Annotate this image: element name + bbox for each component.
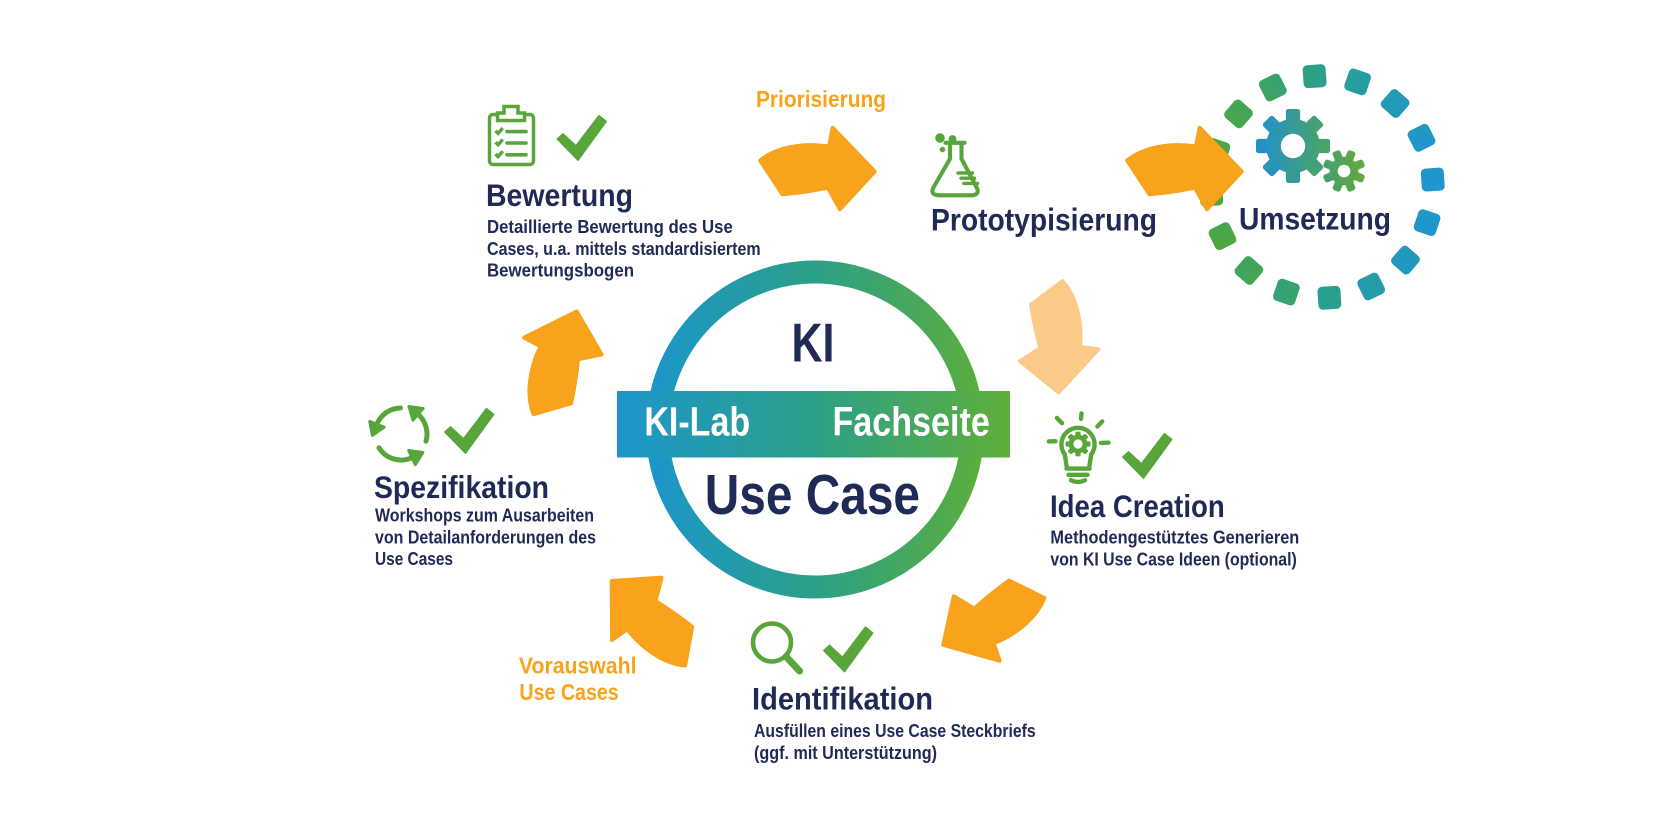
svg-text:Prototypisierung: Prototypisierung bbox=[931, 201, 1157, 237]
svg-text:Priorisierung: Priorisierung bbox=[756, 86, 886, 112]
svg-text:Bewertungsbogen: Bewertungsbogen bbox=[487, 261, 634, 281]
svg-text:Vorauswahl: Vorauswahl bbox=[519, 653, 637, 679]
svg-text:Identifikation: Identifikation bbox=[752, 680, 933, 716]
svg-text:Umsetzung: Umsetzung bbox=[1239, 201, 1391, 237]
svg-text:Detaillierte Bewertung des Use: Detaillierte Bewertung des Use bbox=[487, 217, 733, 237]
svg-text:Bewertung: Bewertung bbox=[486, 177, 633, 213]
svg-text:Use Cases: Use Cases bbox=[519, 679, 618, 705]
svg-text:Use Case: Use Case bbox=[705, 463, 920, 527]
svg-text:Use Cases: Use Cases bbox=[375, 549, 453, 569]
svg-text:Ausfüllen eines Use Case Steck: Ausfüllen eines Use Case Steckbriefs bbox=[754, 721, 1036, 741]
svg-text:(ggf. mit Unterstützung): (ggf. mit Unterstützung) bbox=[754, 743, 937, 763]
svg-text:Cases, u.a. mittels standardis: Cases, u.a. mittels standardisiertem bbox=[487, 239, 761, 259]
svg-text:Idea Creation: Idea Creation bbox=[1050, 488, 1225, 524]
svg-text:Workshops zum Ausarbeiten: Workshops zum Ausarbeiten bbox=[375, 506, 594, 526]
svg-text:KI: KI bbox=[792, 312, 835, 374]
svg-text:von Detailanforderungen des: von Detailanforderungen des bbox=[375, 527, 596, 547]
svg-text:Spezifikation: Spezifikation bbox=[374, 469, 549, 505]
svg-text:von KI Use Case Ideen (optiona: von KI Use Case Ideen (optional) bbox=[1050, 550, 1296, 570]
svg-text:KI-Lab: KI-Lab bbox=[644, 398, 750, 444]
svg-text:Fachseite: Fachseite bbox=[833, 398, 990, 444]
svg-text:Methodengestütztes Generieren: Methodengestütztes Generieren bbox=[1050, 528, 1299, 548]
